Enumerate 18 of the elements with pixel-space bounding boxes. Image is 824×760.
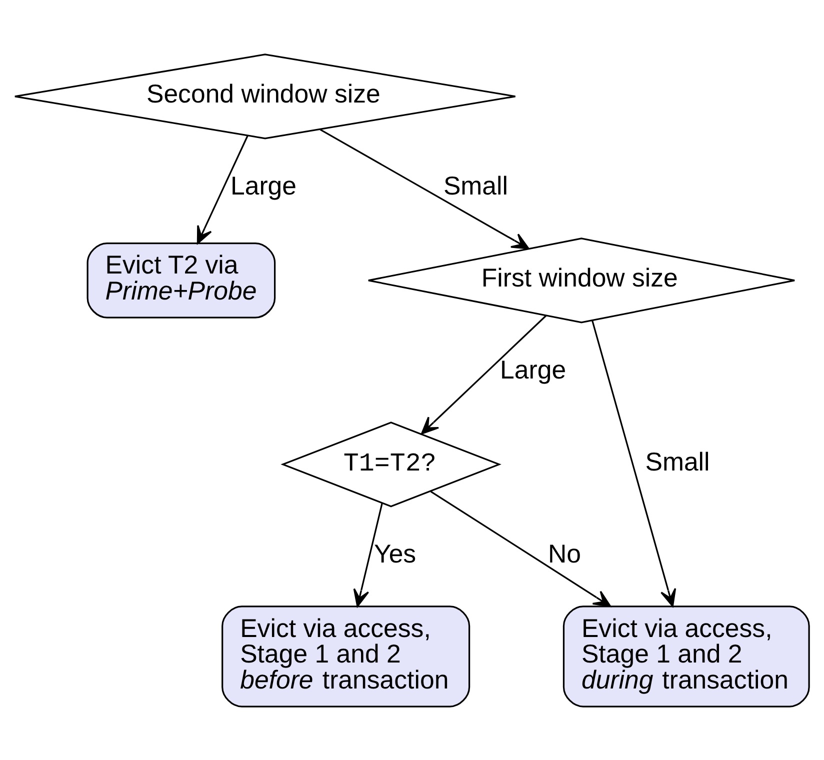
arrow (353, 502, 383, 606)
edge-label: Large (500, 356, 566, 384)
edge-label: No (548, 540, 582, 568)
edge-label: Yes (374, 540, 416, 568)
arrow (430, 490, 612, 607)
node-diamond: T1=T2? (280, 421, 502, 507)
arrow (320, 128, 530, 249)
node-box: Evict via access, Stage 1 and 2 during transaction (562, 605, 810, 707)
edge-label: Small (443, 172, 508, 200)
arrow (196, 134, 248, 244)
node-box: Evict T2 via Prime+Probe (86, 242, 276, 318)
node-diamond: First window size (368, 237, 796, 323)
node-diamond: Second window size (14, 53, 516, 139)
arrow (420, 314, 547, 434)
node-box: Evict via access, Stage 1 and 2 before transaction (222, 605, 470, 707)
edge-label: Small (645, 448, 710, 476)
arrow (592, 320, 676, 606)
edge-label: Large (230, 172, 297, 200)
